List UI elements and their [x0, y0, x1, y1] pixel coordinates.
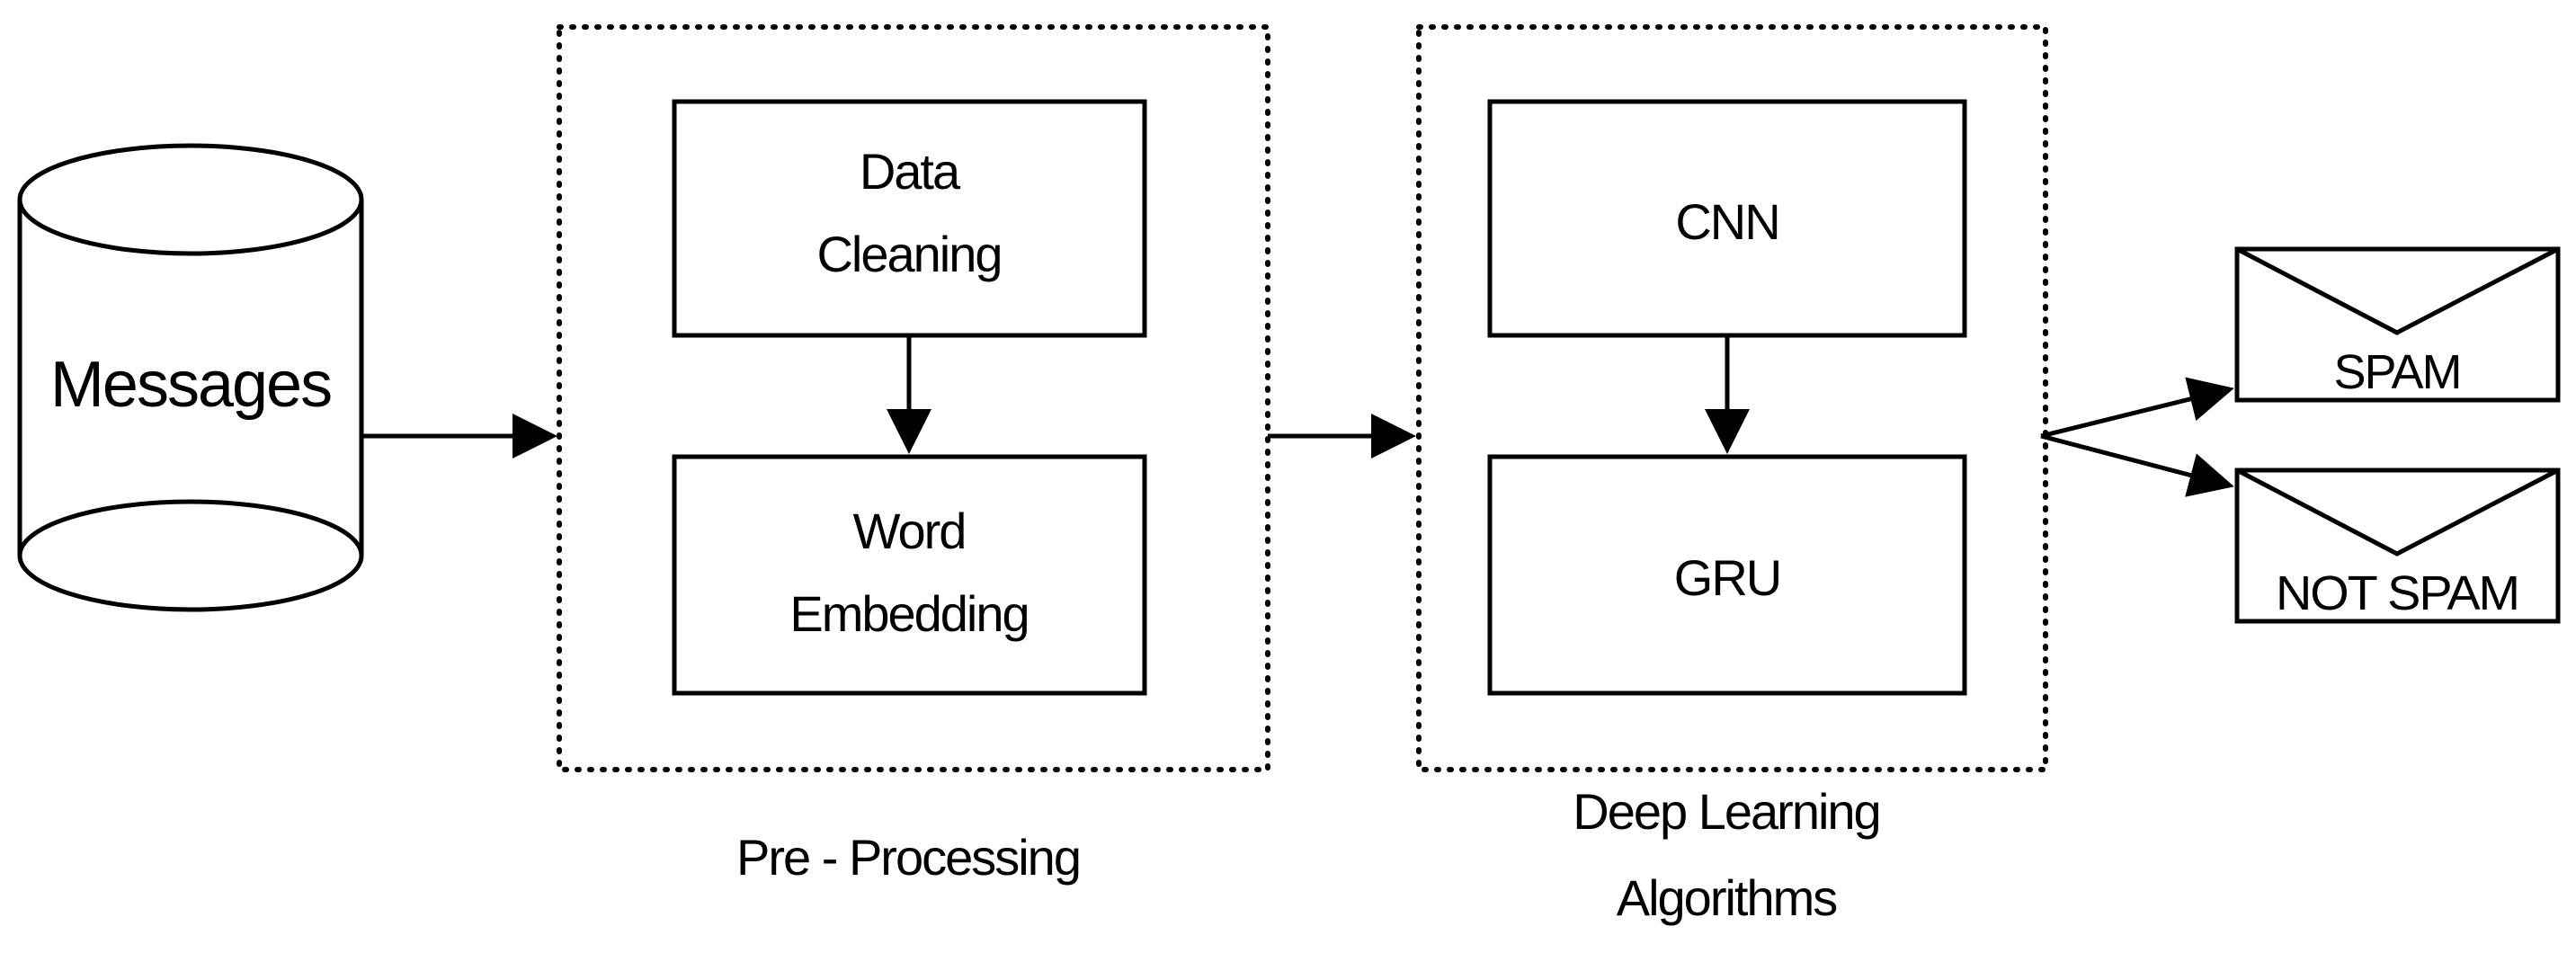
spam-envelope-icon: SPAM: [2234, 246, 2561, 403]
deep-learning-dotted-border: [1416, 24, 2048, 772]
spam-envelope-flap: [2235, 246, 2560, 335]
data-cleaning-box: [672, 99, 1147, 338]
deep-learning-label-line1: Deep Learning: [1573, 783, 1879, 840]
word-embedding-box: [672, 454, 1147, 696]
cnn-label: CNN: [1675, 193, 1778, 250]
spam-envelope-body: [2234, 246, 2561, 403]
arrow-to-spam: [2040, 377, 2234, 439]
preprocessing-dotted-border: [557, 24, 1270, 772]
not-spam-envelope-icon: NOT SPAM: [2234, 468, 2561, 624]
not-spam-envelope-body: [2234, 468, 2561, 624]
deep-learning-label-line2: Algorithms: [1617, 869, 1837, 926]
data-cleaning-label-line1: Data: [860, 143, 961, 200]
cylinder-top: [17, 143, 364, 256]
gru-label: GRU: [1674, 549, 1780, 606]
data-cleaning-label-line2: Cleaning: [816, 226, 1001, 282]
not-spam-envelope-flap: [2235, 468, 2560, 557]
cylinder-body: [17, 200, 364, 612]
spam-label: SPAM: [2333, 345, 2460, 399]
arrow-to-not-spam: [2040, 433, 2234, 497]
messages-label: Messages: [50, 349, 331, 421]
cylinder-bottom-rim: [17, 499, 364, 557]
deep-learning-group: CNN GRU Deep Learning Algorithms: [1416, 24, 2048, 926]
word-embedding-label-line1: Word: [853, 503, 966, 559]
preprocessing-label: Pre - Processing: [736, 829, 1080, 886]
preprocessing-group: Data Cleaning Word Embedding Pre - Proce…: [557, 24, 1270, 886]
not-spam-label: NOT SPAM: [2276, 566, 2518, 620]
messages-database: Messages: [17, 143, 364, 612]
word-embedding-label-line2: Embedding: [789, 585, 1028, 642]
gru-box: [1487, 454, 1967, 696]
